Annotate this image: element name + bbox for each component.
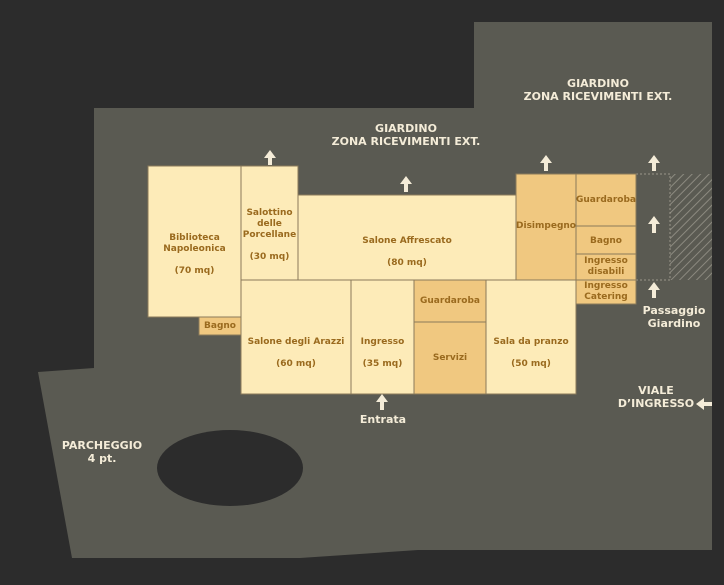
room-biblioteca-name: Biblioteca Napoleonica [163,233,226,254]
hatched-passage [670,174,712,280]
room-sala-pranzo-name: Sala da pranzo [493,337,569,347]
label-servizi: Servizi [432,353,468,363]
room-disimpegno [515,173,577,281]
arrow-up-salone-icon [400,176,412,192]
label-parcheggio: PARCHEGGIO 4 pt. [61,439,143,465]
label-guardaroba-right: Guardaroba [576,195,636,205]
room-sala-pranzo [485,279,577,395]
label-giardino-center: GIARDINO ZONA RICEVIMENTI EXT. [331,122,481,148]
label-guardaroba-center: Guardaroba [420,296,480,306]
room-salone-affrescato-name: Salone Affrescato [362,236,452,246]
arrow-up-entrata-icon [376,394,388,410]
arrow-up-salottino-icon [264,150,276,165]
arrow-left-viale-icon [696,398,712,410]
room-salone-arazzi [240,279,352,395]
room-salottino-size: (30 mq) [249,252,290,262]
label-viale-ingresso: VIALE D’INGRESSO [617,384,695,410]
room-salone-arazzi-name: Salone degli Arazzi [247,337,345,347]
room-salottino-name: Salottino delle Porcellane [242,208,297,240]
label-bagno-right: Bagno [590,236,622,246]
room-biblioteca [147,165,242,318]
label-salone-arazzi: Salone degli Arazzi (60 mq) [241,326,351,381]
arrow-up-disimpegno-icon [540,155,552,171]
passage-outline [635,173,671,281]
arrow-up-passaggio-icon [648,282,660,298]
label-giardino-right: GIARDINO ZONA RICEVIMENTI EXT. [523,77,673,103]
label-salottino: Salottino delle Porcellane (30 mq) [241,197,298,274]
room-bagno-right [575,225,637,255]
label-ingresso-catering: Ingresso Catering [584,281,628,302]
room-guardaroba-right [575,173,637,227]
room-ingresso-size: (35 mq) [362,359,403,369]
room-ingresso-name: Ingresso [360,337,405,347]
label-disimpegno: Disimpegno [516,221,576,231]
room-ingresso [350,279,415,395]
room-servizi [413,321,487,395]
room-biblioteca-size: (70 mq) [174,266,215,276]
room-ingresso-disabili [575,253,637,281]
label-ingresso-disabili: Ingresso disabili [584,256,628,277]
label-passaggio-giardino: Passaggio Giardino [642,304,706,330]
label-ingresso: Ingresso (35 mq) [351,326,414,381]
room-salone-affrescato-size: (80 mq) [387,258,427,268]
parking-roundabout [157,430,303,506]
label-bagno-left: Bagno [204,321,236,331]
label-entrata: Entrata [359,413,407,426]
room-sala-pranzo-size: (50 mq) [511,359,551,369]
label-salone-affrescato: Salone Affrescato (80 mq) [298,225,516,280]
label-sala-pranzo: Sala da pranzo (50 mq) [486,326,576,381]
room-ingresso-catering [575,279,637,305]
room-salone-arazzi-size: (60 mq) [276,359,316,369]
arrow-up-passage-icon [648,216,660,233]
label-biblioteca: Biblioteca Napoleonica (70 mq) [148,222,241,288]
arrow-up-garden-icon [648,155,660,171]
room-salottino [240,165,299,281]
